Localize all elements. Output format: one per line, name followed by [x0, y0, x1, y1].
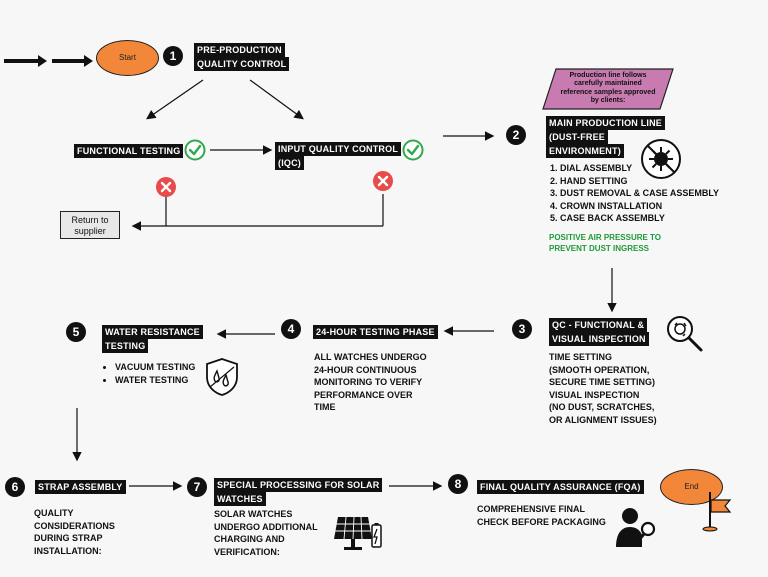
step-3-title-2: VISUAL INSPECTION: [549, 332, 649, 346]
step-8-number: 8: [448, 474, 468, 494]
flag-icon: [702, 492, 732, 532]
step-5-title-1: WATER RESISTANCE: [102, 325, 203, 339]
step-2-list: 1. DIAL ASSEMBLY 2. HAND SETTING 3. DUST…: [550, 162, 719, 225]
step-8-title: FINAL QUALITY ASSURANCE (FQA): [477, 480, 644, 494]
end-label: End: [684, 482, 699, 491]
step-1-number: 1: [163, 46, 183, 66]
step-4-title: 24-HOUR TESTING PHASE: [313, 325, 438, 339]
list-item: 5. CASE BACK ASSEMBLY: [550, 213, 665, 223]
iqc-label-2: (IQC): [275, 156, 304, 170]
list-item: WATER TESTING: [115, 374, 195, 387]
step-6-desc: QUALITY CONSIDERATIONS DURING STRAP INST…: [34, 508, 115, 556]
start-label: Start: [119, 53, 136, 62]
list-item: 4. CROWN INSTALLATION: [550, 200, 663, 211]
cross-icon: [373, 171, 393, 191]
list-item: VACUUM TESTING: [115, 361, 195, 374]
step-8-desc: COMPREHENSIVE FINAL CHECK BEFORE PACKAGI…: [477, 504, 606, 527]
step-7-title-2: WATCHES: [214, 492, 266, 506]
step-5-list: VACUUM TESTING WATER TESTING: [103, 361, 195, 386]
step-3-title-1: QC - FUNCTIONAL &: [549, 318, 648, 332]
step-6-title: STRAP ASSEMBLY: [35, 480, 126, 494]
step-2-title-1: MAIN PRODUCTION LINE: [546, 116, 665, 130]
step-5-title-2: TESTING: [102, 339, 149, 353]
check-icon: [184, 139, 206, 161]
solar-panel-icon: [334, 516, 382, 550]
functional-testing-label: FUNCTIONAL TESTING: [74, 144, 184, 158]
list-item: 2. HAND SETTING: [550, 175, 628, 186]
check-icon: [402, 139, 424, 161]
step-2-green-note: POSITIVE AIR PRESSURE TO PREVENT DUST IN…: [549, 233, 662, 253]
cross-icon: [156, 177, 176, 197]
step-3-number: 3: [512, 319, 532, 339]
note-text: Production line follows carefully mainta…: [560, 72, 656, 104]
end-node: End: [660, 469, 723, 505]
magnifier-icon: [667, 316, 703, 352]
step-7-title-1: SPECIAL PROCESSING FOR SOLAR: [214, 478, 383, 492]
step-5-number: 5: [66, 322, 86, 342]
step-3-desc: TIME SETTING (SMOOTH OPERATION, SECURE T…: [549, 352, 657, 425]
virus-icon: [641, 139, 681, 179]
step-1-title-2: QUALITY CONTROL: [194, 57, 290, 71]
list-item: 1. DIAL ASSEMBLY: [550, 163, 633, 173]
iqc-label-1: INPUT QUALITY CONTROL: [275, 142, 402, 156]
inspector-person-icon: [616, 508, 656, 547]
list-item: 3. DUST REMOVAL & CASE ASSEMBLY: [550, 188, 720, 198]
step-4-number: 4: [281, 319, 301, 339]
return-to-supplier-box: Return to supplier: [60, 211, 120, 239]
start-node: Start: [96, 40, 159, 76]
step-7-number: 7: [187, 477, 207, 497]
step-7-desc: SOLAR WATCHES UNDERGO ADDITIONAL CHARGIN…: [214, 509, 318, 557]
step-2-title-3: ENVIRONMENT): [546, 144, 624, 158]
water-shield-icon: [206, 358, 238, 396]
step-4-desc: ALL WATCHES UNDERGO 24-HOUR CONTINUOUS M…: [314, 352, 427, 412]
step-2-title-2: (DUST-FREE: [546, 130, 608, 144]
step-1-title: PRE-PRODUCTION: [194, 43, 285, 57]
step-2-number: 2: [506, 125, 526, 145]
step-6-number: 6: [5, 477, 25, 497]
note-parallelogram: [542, 68, 674, 110]
